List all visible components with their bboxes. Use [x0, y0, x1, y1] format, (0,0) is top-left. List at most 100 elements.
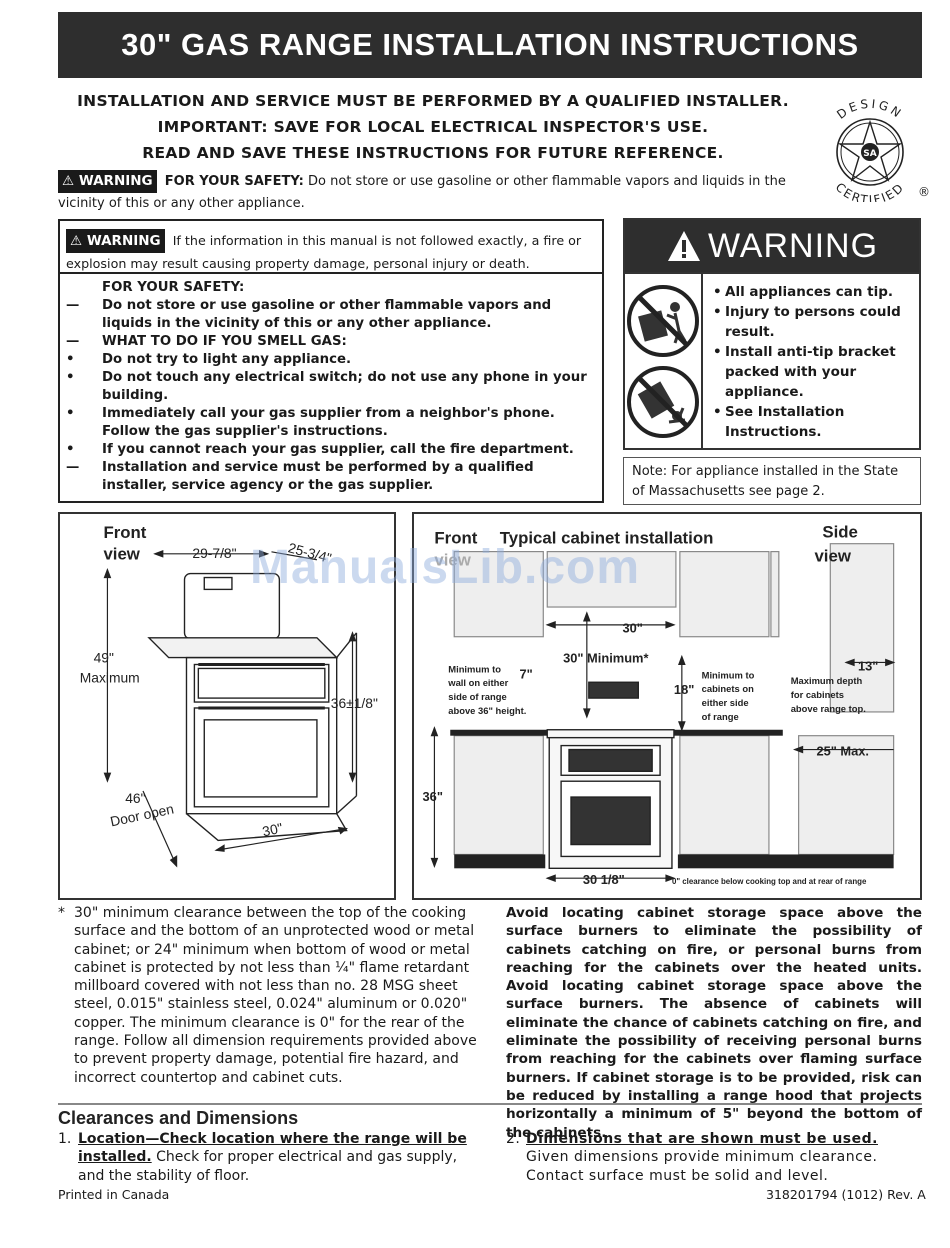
gas-safety-marker: •: [66, 442, 75, 457]
item-1-lead: Location—Check location where the range …: [78, 1131, 467, 1166]
cabinet-view-label: view: [434, 550, 471, 569]
gas-safety-text: Do not store or use gasoline or other fl…: [102, 298, 552, 331]
minimum-18-note: Minimum to cabinets on either side of ra…: [702, 669, 755, 722]
massachusetts-note: Note: For appliance installed in the Sta…: [623, 457, 921, 505]
seal-top-text: DESIGN: [834, 97, 903, 122]
page-title: 30" GAS RANGE INSTALLATION INSTRUCTIONS: [121, 27, 859, 62]
gas-safety-item: • Do not try to light any appliance.: [66, 351, 594, 369]
width-dimension: 29-7/8": [192, 545, 236, 561]
seal-registered-mark: ®: [918, 185, 930, 199]
part-number: 318201794 (1012) Rev. A: [766, 1187, 926, 1202]
tip-over-child-icon: [627, 284, 699, 357]
gas-safety-item: • If you cannot reach your gas supplier, …: [66, 441, 594, 459]
svg-text:Minimum to: Minimum to: [702, 669, 755, 680]
range-drawing: [546, 681, 675, 870]
safety-note-text: Do not store or use gasoline or other fl…: [58, 174, 786, 211]
tip-warning-item: •See Installation Instructions.: [713, 402, 913, 442]
section-divider: [58, 1103, 922, 1105]
gas-safety-marker: •: [66, 352, 75, 367]
bullet-icon: •: [713, 344, 722, 360]
tip-warning-list: •All appliances can tip.•Injury to perso…: [703, 274, 919, 448]
gas-safety-item: — WHAT TO DO IF YOU SMELL GAS:: [66, 333, 594, 351]
tip-warning-item: •Install anti-tip bracket packed with yo…: [713, 342, 913, 402]
gas-safety-marker: [66, 279, 102, 297]
minimum-7-note: Minimum to wall on either side of range …: [447, 663, 526, 716]
svg-text:wall on either: wall on either: [447, 677, 508, 688]
clearance-footnote: * 30" minimum clearance between the top …: [58, 904, 490, 1087]
svg-text:for cabinets: for cabinets: [791, 689, 844, 700]
gas-safety-text: FOR YOUR SAFETY:: [102, 280, 245, 295]
cabinet-front-label: Front: [434, 529, 477, 548]
warning-badge: ⚠ WARNING: [58, 170, 157, 193]
printed-in: Printed in Canada: [58, 1187, 170, 1202]
gas-safety-marker: •: [66, 370, 75, 385]
tip-warning-header: WARNING: [625, 220, 919, 272]
tip-warning-item-text: All appliances can tip.: [725, 284, 894, 300]
gas-safety-text: WHAT TO DO IF YOU SMELL GAS:: [102, 334, 347, 349]
svg-text:SA: SA: [863, 149, 876, 159]
gas-safety-text: Immediately call your gas supplier from …: [102, 406, 555, 439]
title-bar: 30" GAS RANGE INSTALLATION INSTRUCTIONS: [58, 12, 922, 78]
gas-safety-marker: —: [66, 334, 80, 349]
gas-safety-marker: —: [66, 298, 80, 313]
front-view-label-2: view: [103, 545, 140, 564]
front-view-diagram: Front view 29-7/8" 25-3/4" 49" Maximum 3…: [58, 512, 396, 900]
base-dimension: 30": [261, 819, 284, 839]
tip-warning-item: •All appliances can tip.: [713, 282, 913, 302]
cabinet-installation-diagram: Front Typical cabinet installation view …: [412, 512, 922, 900]
watermark: ManualsLib.com: [250, 541, 641, 594]
gas-safety-box: FOR YOUR SAFETY: — Do not store or use gas…: [58, 274, 604, 503]
gas-safety-text: Do not touch any electrical switch; do n…: [102, 370, 587, 403]
side-view-label: view: [814, 547, 851, 566]
side-label: Side: [822, 523, 858, 542]
warning-badge: ⚠ WARNING: [66, 229, 165, 253]
warning-triangle-icon: ⚠: [70, 233, 83, 249]
svg-text:above 36" height.: above 36" height.: [448, 705, 526, 716]
safety-note: ⚠ WARNING FOR YOUR SAFETY: Do not store …: [58, 170, 818, 214]
height-dimension: 49": [94, 650, 114, 666]
warning-box: ⚠ WARNING If the information in this man…: [58, 219, 604, 274]
cabinet-storage-paragraph: Avoid locating cabinet storage space abo…: [506, 905, 922, 1141]
tip-warning-item: •Injury to persons could result.: [713, 302, 913, 342]
svg-text:CERTIFIED: CERTIFIED: [833, 180, 908, 202]
item-2-text: Given dimensions provide minimum clearan…: [526, 1149, 878, 1184]
width-30-dimension: 30": [622, 621, 642, 636]
minimum-7-value: 7": [520, 666, 533, 681]
minimum-30-dimension: 30" Minimum*: [563, 650, 648, 665]
header-line-1: INSTALLATION AND SERVICE MUST BE PERFORM…: [77, 92, 789, 110]
clearance-item-2: 2. Dimensions that are shown must be use…: [506, 1130, 922, 1185]
footnote-asterisk: *: [58, 905, 65, 921]
upper-cabinets: [453, 543, 895, 713]
svg-text:either side: either side: [702, 697, 749, 708]
gas-safety-text: If you cannot reach your gas supplier, c…: [102, 442, 574, 457]
warning-triangle-icon: ⚠: [62, 173, 75, 189]
gas-safety-item: • Immediately call your gas supplier from…: [66, 405, 594, 441]
gas-safety-marker: •: [66, 406, 75, 421]
gas-safety-text: Installation and service must be perform…: [102, 460, 534, 493]
depth-13-dimension: 13": [858, 658, 878, 673]
svg-text:Maximum depth: Maximum depth: [791, 675, 863, 686]
door-open-dimension: 46": [125, 790, 145, 806]
bottom-width-dimension: 30 1/8": [583, 872, 625, 887]
front-view-label-1: Front: [103, 523, 146, 542]
tip-warning-title: WARNING: [707, 226, 879, 265]
svg-text:side of range: side of range: [448, 691, 506, 702]
tip-warning-box: WARNING •All appliances can tip.•Injury …: [623, 218, 921, 450]
minimum-18-value: 18": [674, 682, 694, 697]
clearances-title: Clearances and Dimensions: [58, 1108, 299, 1128]
header-line-2: IMPORTANT: SAVE FOR LOCAL ELECTRICAL INS…: [157, 118, 709, 136]
svg-text:DESIGN: DESIGN: [834, 97, 906, 122]
bullet-icon: •: [713, 404, 722, 420]
item-1-text: Check for proper electrical and gas supp…: [78, 1149, 458, 1184]
max-25-dimension: 25" Max.: [816, 743, 869, 758]
tip-warning-item-text: Injury to persons could result.: [725, 304, 901, 340]
depth-note: Maximum depth for cabinets above range t…: [791, 675, 866, 714]
svg-text:of range: of range: [702, 711, 739, 722]
seal-bottom-text: CERTIFIED: [833, 180, 906, 202]
gas-safety-marker: —: [66, 460, 80, 475]
design-certified-seal-icon: SA DESIGN CERTIFIED ®: [833, 97, 930, 202]
height-36-dimension: 36": [423, 789, 443, 804]
tipped-range-icon: [627, 365, 699, 438]
cabinet-typical-label: Typical cabinet installation: [500, 529, 714, 548]
gas-safety-text: Do not try to light any appliance.: [102, 352, 352, 367]
